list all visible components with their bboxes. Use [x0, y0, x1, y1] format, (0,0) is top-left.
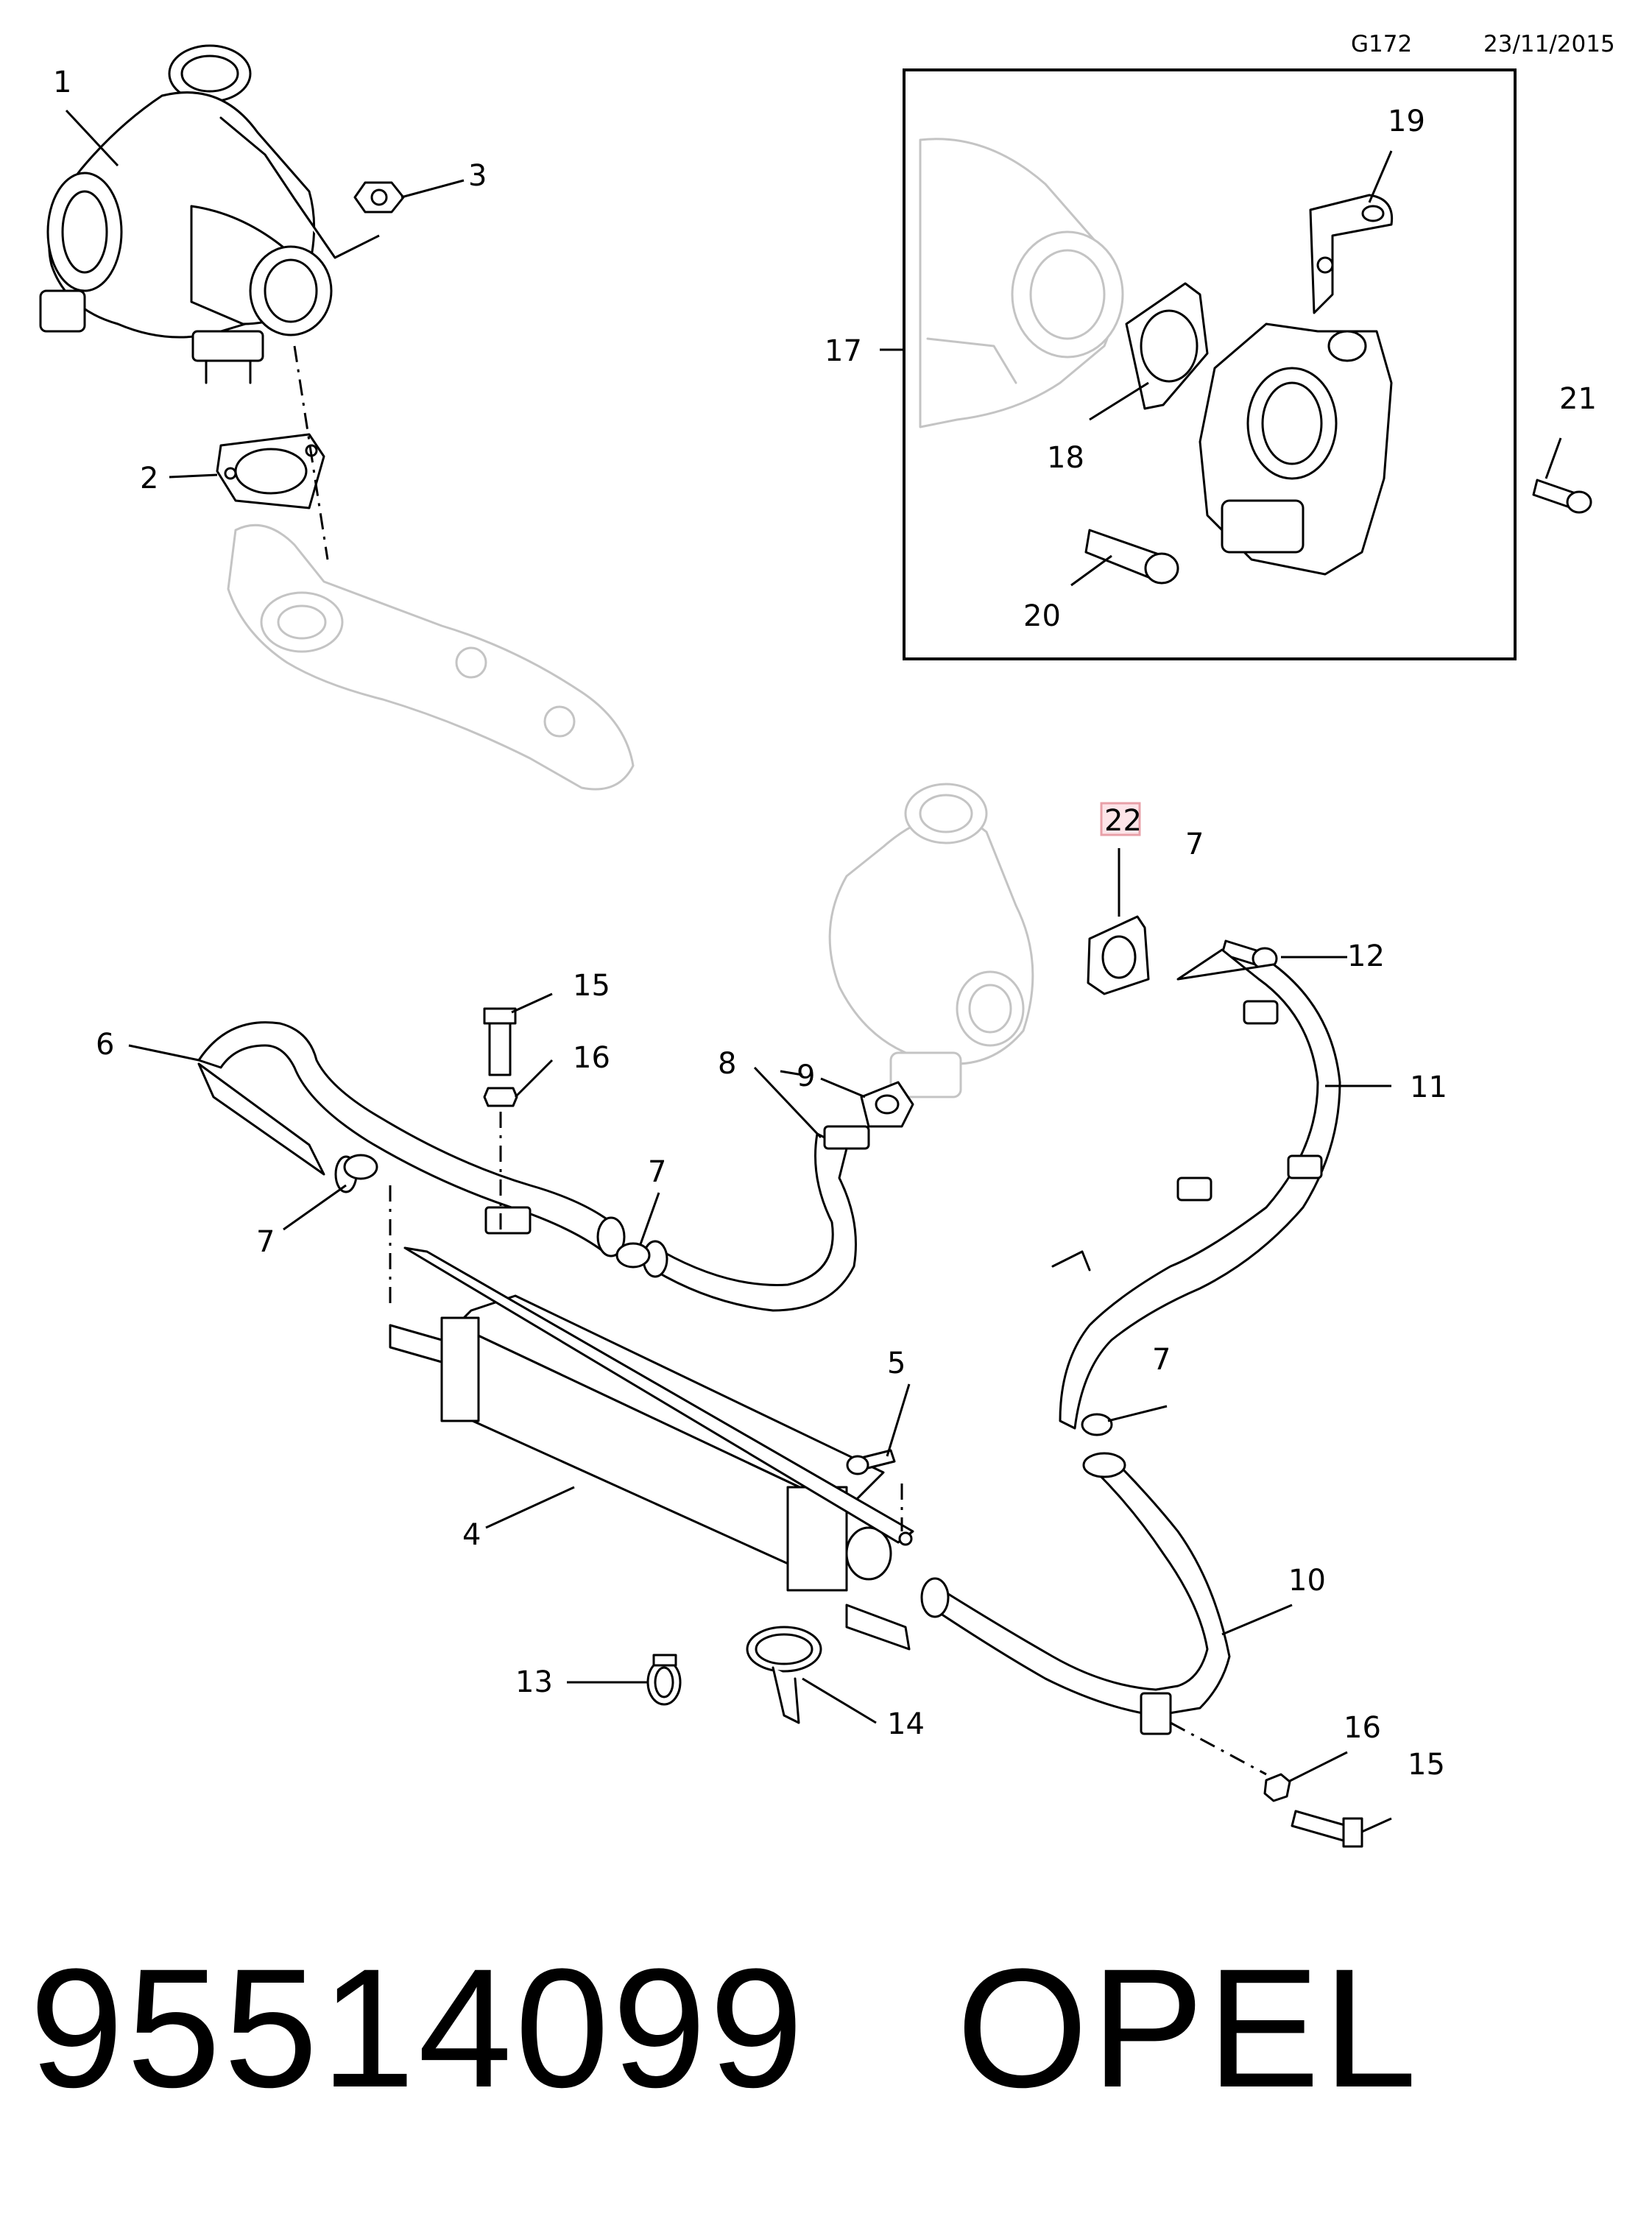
bracket-part — [1309, 194, 1394, 314]
pipe-10-part — [920, 1452, 1231, 1735]
callout-7d: 7 — [1185, 828, 1204, 861]
callout-1: 1 — [53, 66, 71, 99]
callout-13: 13 — [515, 1665, 553, 1699]
bolt-15-upper-part — [483, 1007, 518, 1107]
turbo-gasket-part — [216, 433, 325, 509]
callout-5: 5 — [887, 1347, 906, 1380]
callout-20: 20 — [1023, 599, 1061, 633]
intercooler-part — [389, 1246, 914, 1651]
bolt-5-part — [846, 1449, 896, 1475]
egr-gasket-part — [1087, 915, 1150, 995]
pipe-11-part — [1051, 948, 1341, 1430]
callout-22: 22 — [1104, 804, 1142, 838]
callout-2: 2 — [140, 462, 158, 495]
callout-12: 12 — [1347, 939, 1385, 973]
throttle-gasket-part — [1125, 282, 1209, 410]
bolt-12-part — [1221, 939, 1278, 970]
footer-brand: OPEL — [956, 1933, 1420, 2123]
callout-15-lower: 15 — [1408, 1748, 1445, 1782]
callout-7b: 7 — [648, 1155, 666, 1189]
turbo-ghost — [828, 783, 1034, 1098]
clamp-13-part — [646, 1654, 682, 1706]
pipe-8-part — [642, 1125, 870, 1312]
callout-16-upper: 16 — [573, 1041, 610, 1075]
exhaust-manifold-ghost — [227, 523, 635, 791]
throttle-body-part — [1199, 322, 1393, 576]
callout-7c: 7 — [1152, 1343, 1171, 1377]
callout-17: 17 — [825, 334, 862, 368]
callout-8: 8 — [718, 1047, 736, 1081]
clamp-14-part — [746, 1626, 822, 1724]
footer-part-number: 95514099 — [29, 1933, 807, 2123]
clamp-part — [615, 1242, 651, 1269]
callout-21: 21 — [1559, 382, 1597, 416]
callout-3: 3 — [468, 159, 487, 193]
callout-16-lower: 16 — [1344, 1711, 1381, 1745]
clamp-part — [1081, 1413, 1113, 1436]
bolt-15-lower-part — [1263, 1773, 1363, 1848]
nut-part — [353, 181, 405, 214]
callout-19: 19 — [1388, 105, 1425, 138]
footer-caption: 95514099 OPEL — [29, 1944, 1420, 2113]
turbocharger-part — [39, 44, 336, 384]
diagram-date: 23/11/2015 — [1483, 31, 1615, 57]
callout-14: 14 — [887, 1707, 925, 1741]
callout-6: 6 — [96, 1028, 114, 1062]
bolt-21-part — [1532, 479, 1592, 514]
intake-manifold-ghost — [919, 138, 1124, 428]
callout-10: 10 — [1288, 1564, 1326, 1598]
callout-4: 4 — [462, 1518, 481, 1552]
diagram-code: G172 — [1351, 31, 1412, 57]
gasket-9-part — [860, 1081, 914, 1128]
throttle-bolt-part — [1084, 529, 1179, 585]
callout-9: 9 — [797, 1059, 815, 1093]
callout-22-highlight — [1100, 802, 1141, 836]
callout-11: 11 — [1410, 1070, 1447, 1104]
callout-15-upper: 15 — [573, 969, 610, 1003]
detail-inset-frame — [903, 68, 1517, 660]
clamp-part — [343, 1154, 378, 1180]
callout-18: 18 — [1047, 441, 1084, 475]
callout-7a: 7 — [256, 1225, 275, 1259]
pipe-6-part — [197, 1021, 626, 1257]
